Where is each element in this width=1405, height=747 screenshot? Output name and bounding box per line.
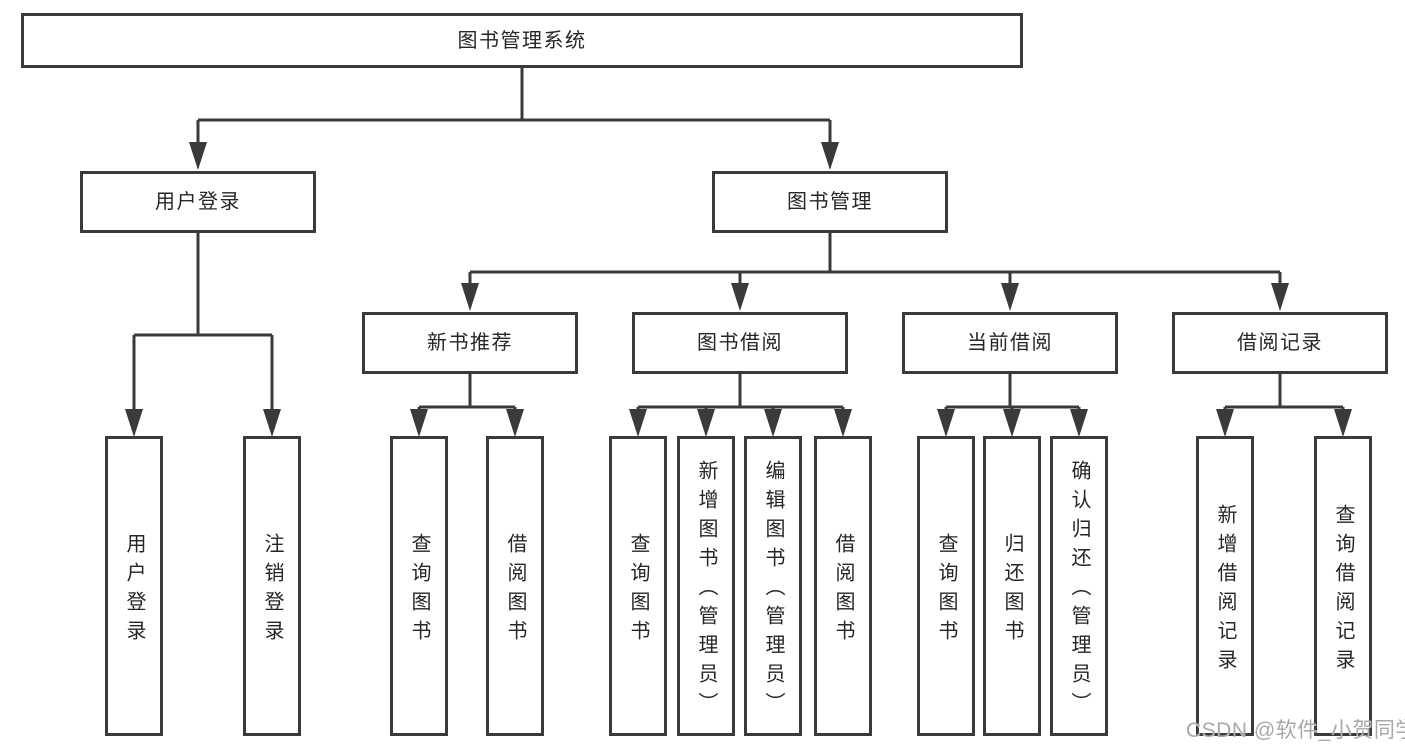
node-label: 当前借阅 [967,332,1053,354]
connector-borrowing-records-children [1216,374,1352,437]
node-label: 借阅记录 [1237,332,1323,354]
leaf-label: 注销登录 [261,532,283,649]
node-label: 图书借阅 [697,332,783,354]
leaf-label: 借阅图书 [504,532,526,649]
node-new-book-recommendation: 新书推荐 [362,312,578,374]
connector-current-borrowing-children [937,374,1088,437]
connector-new-book-recommendation-children [410,374,524,437]
node-label: 图书管理系统 [457,29,587,52]
connector-root-to-level2 [189,68,839,170]
node-user-login: 用户登录 [80,171,316,233]
leaf-borrow-books-borrowing: 借阅图书 [814,436,872,736]
leaf-query-books-borrowing: 查询图书 [609,436,667,736]
leaf-confirm-return-admin: 确认归还（管理员） [1050,436,1108,736]
leaf-user-login: 用户登录 [105,436,163,736]
node-label: 图书管理 [787,191,873,213]
node-book-borrowing: 图书借阅 [632,312,848,374]
leaf-logout-login: 注销登录 [243,436,301,736]
node-label: 新书推荐 [427,332,513,354]
leaf-label: 用户登录 [123,532,145,649]
node-label: 用户登录 [155,191,241,213]
leaf-add-books-admin: 新增图书（管理员） [677,436,735,736]
leaf-label: 查询借阅记录 [1332,503,1354,678]
connector-book-borrowing-children [629,374,852,437]
leaf-return-books: 归还图书 [983,436,1041,736]
leaf-label: 查询图书 [408,532,430,649]
leaf-query-books-current: 查询图书 [917,436,975,736]
node-book-management: 图书管理 [712,171,948,233]
leaf-label: 确认归还（管理员） [1068,460,1090,721]
leaf-add-borrow-record: 新增借阅记录 [1196,436,1254,736]
node-borrowing-records: 借阅记录 [1172,312,1388,374]
connector-book-management-children [461,233,1289,311]
leaf-label: 查询图书 [935,532,957,649]
leaf-label: 新增借阅记录 [1214,503,1236,678]
leaf-query-books-recommend: 查询图书 [390,436,448,736]
leaf-label: 归还图书 [1001,532,1023,649]
leaf-label: 借阅图书 [832,532,854,649]
leaf-borrow-books-recommend: 借阅图书 [486,436,544,736]
watermark: CSDN @软件_小贺同学 [1186,719,1405,742]
node-library-management-system: 图书管理系统 [21,13,1023,68]
leaf-label: 新增图书（管理员） [695,460,717,721]
leaf-query-borrow-record: 查询借阅记录 [1314,436,1372,736]
leaf-label: 编辑图书（管理员） [762,460,784,721]
leaf-edit-books-admin: 编辑图书（管理员） [744,436,802,736]
connector-user-login-children [125,233,281,437]
leaf-label: 查询图书 [627,532,649,649]
node-current-borrowing: 当前借阅 [902,312,1118,374]
